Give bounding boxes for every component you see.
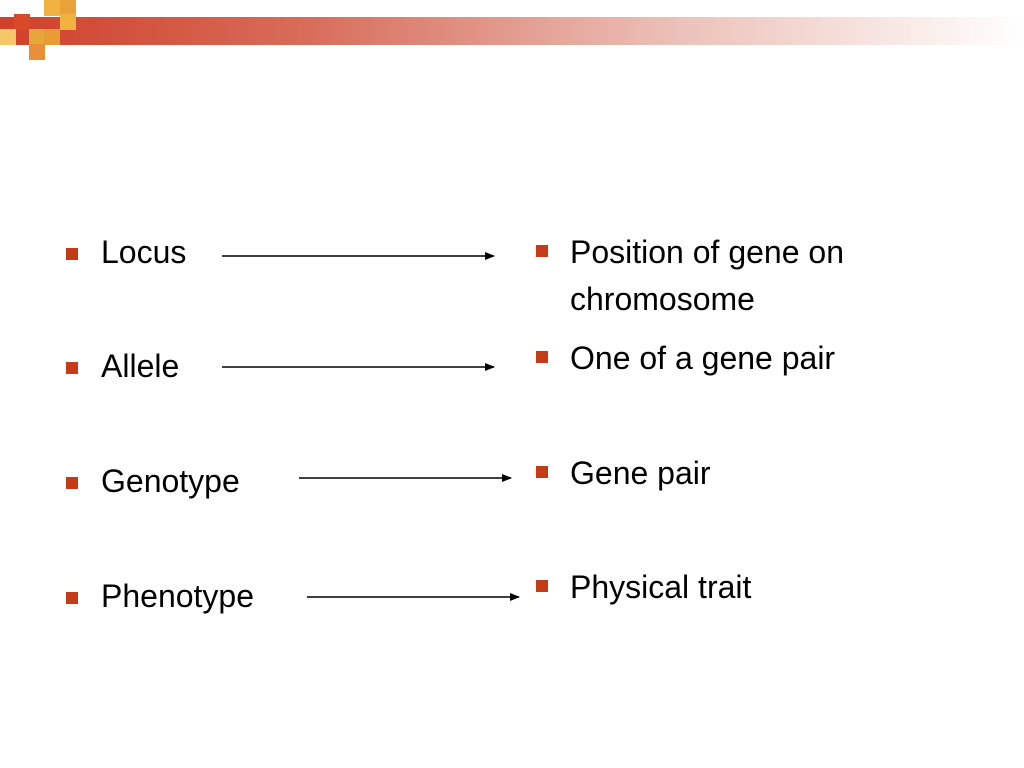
- term-phenotype: Phenotype: [101, 578, 255, 614]
- decor-square: [14, 14, 30, 30]
- decor-square: [0, 29, 16, 45]
- definition-phenotype: Physical trait: [570, 569, 752, 605]
- definition-genotype: Gene pair: [570, 455, 711, 491]
- bullet-square-icon: [536, 466, 548, 478]
- term-genotype: Genotype: [101, 463, 240, 499]
- bullet-square-icon: [536, 245, 548, 257]
- definition-locus-line2: chromosome: [570, 281, 755, 317]
- bullet-square-icon: [536, 351, 548, 363]
- bullet-square-icon: [536, 580, 548, 592]
- bullet-square-icon: [66, 362, 78, 374]
- header-gradient-band: [0, 17, 1024, 45]
- decor-square: [44, 0, 60, 16]
- decor-square: [29, 44, 45, 60]
- decor-square: [29, 29, 45, 45]
- term-locus: Locus: [101, 234, 187, 270]
- definition-locus-line1: Position of gene on: [570, 234, 844, 270]
- term-allele: Allele: [101, 348, 180, 384]
- decor-square: [60, 14, 76, 30]
- bullet-square-icon: [66, 248, 78, 260]
- bullet-square-icon: [66, 477, 78, 489]
- decor-square: [44, 29, 60, 45]
- definition-allele: One of a gene pair: [570, 340, 836, 376]
- bullet-square-icon: [66, 592, 78, 604]
- decor-square: [60, 0, 76, 16]
